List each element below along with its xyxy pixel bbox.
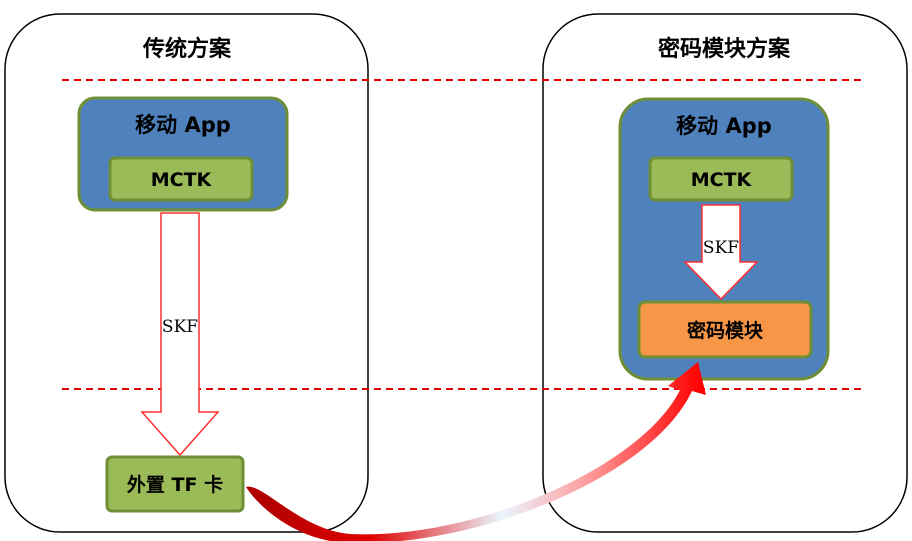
left-panel-title: 传统方案 [142,36,232,62]
right-skf-label: SKF [703,238,739,258]
right-app-title: 移动 App [676,114,772,138]
left-mctk-label: MCTK [151,169,213,191]
left-mctk-box [108,156,254,202]
right-skf-arrow [683,204,759,301]
right-panel-title: 密码模块方案 [658,36,791,62]
left-app-title: 移动 App [135,113,231,137]
crypto-module-label: 密码模块 [687,319,764,342]
left-skf-label: SKF [162,317,198,337]
external-tf-card-box [105,455,245,513]
left-skf-arrow [140,212,220,457]
crypto-module-box [637,300,813,359]
right-mctk-box [648,156,794,202]
migration-curve-arrow [246,362,706,541]
external-tf-card-label: 外置 TF 卡 [127,473,223,496]
right-mctk-label: MCTK [691,169,753,191]
